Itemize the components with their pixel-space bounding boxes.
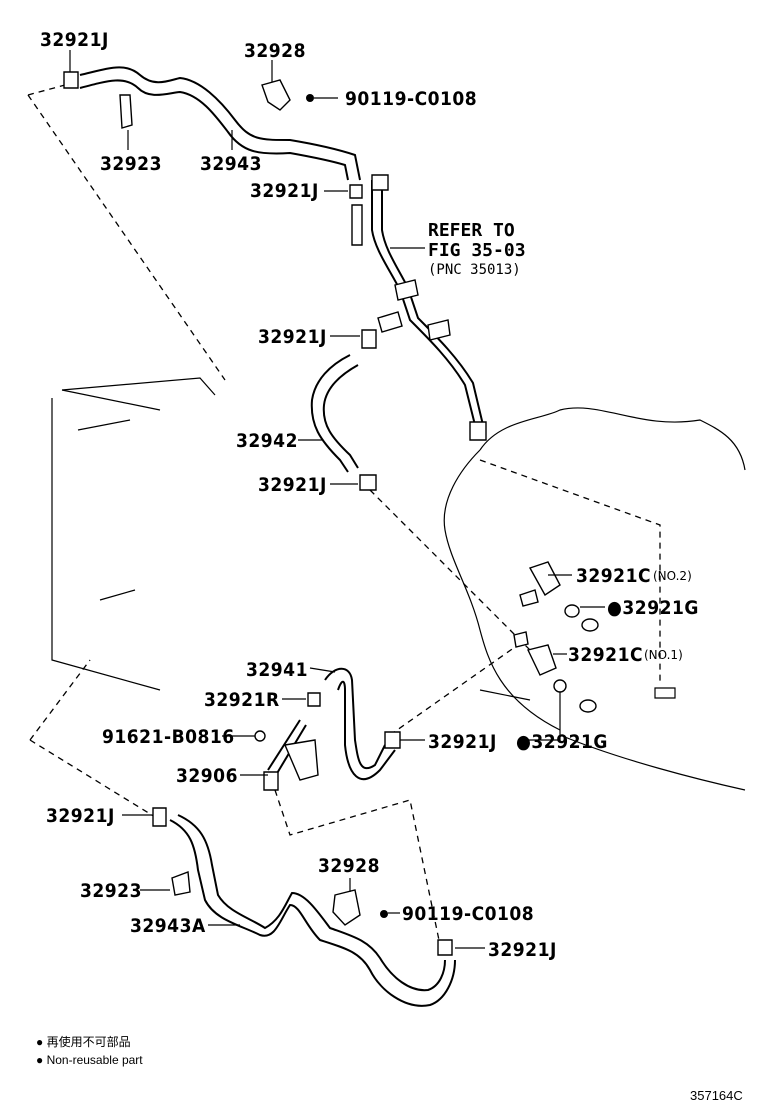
clip-32921J-7 [437, 939, 453, 956]
clip-32921J-6 [152, 807, 167, 827]
label-32921R: 32921R [204, 689, 280, 711]
hose-32943 [79, 66, 361, 181]
label-32942: 32942 [236, 430, 298, 452]
clips [63, 71, 453, 956]
label-32943A: 32943A [130, 915, 206, 937]
oring-32921G-1 [564, 604, 580, 618]
hose-32941 [324, 667, 396, 781]
label-91621: 91621-B0816 [102, 726, 235, 748]
oring-32921G-2 [553, 679, 567, 693]
legend-line-jp: ● 再使用不可部品 [36, 1034, 131, 1049]
dashed-guides [27, 84, 661, 946]
bolt-90119-2 [380, 910, 388, 918]
label-32921J-5: 32921J [428, 731, 497, 753]
bracket-32923-2 [171, 871, 191, 896]
bracket-32923-1 [119, 94, 133, 129]
clip-32921J-1 [63, 71, 79, 89]
label-32906: 32906 [176, 765, 238, 787]
clip-32921J-4 [359, 474, 377, 491]
label-32921J-4: 32921J [258, 474, 327, 496]
refer-line-1: REFER TO [428, 220, 515, 241]
pipe-assembly [351, 174, 487, 441]
label-32921J-1: 32921J [40, 29, 109, 51]
part-labels: 32921J 32928 90119-C0108 32923 32943 329… [40, 29, 699, 961]
clip-32921J-5 [384, 731, 401, 749]
label-32921J-3: 32921J [258, 326, 327, 348]
brackets [119, 79, 361, 926]
bracket-32928-1 [261, 79, 291, 111]
label-32921C-no2-suffix: (NO.2) [653, 569, 692, 583]
clip-32921J-2 [349, 184, 363, 199]
bracket-32928-2 [332, 889, 361, 926]
label-32923-2: 32923 [80, 880, 142, 902]
refer-line-2: FIG 35-03 [428, 240, 526, 261]
clip-32921R [307, 692, 321, 707]
label-32921C-no1-suffix: (NO.1) [644, 648, 683, 662]
label-32923-1: 32923 [100, 153, 162, 175]
label-32921C-no2: 32921C [576, 565, 651, 587]
label-32943: 32943 [200, 153, 262, 175]
label-90119-2: 90119-C0108 [402, 903, 534, 925]
label-32941: 32941 [246, 659, 308, 681]
fitting-32921C-no2 [528, 561, 561, 597]
fitting-32921C-no1 [526, 644, 557, 676]
label-90119-1: 90119-C0108 [345, 88, 477, 110]
label-32921C-no1: 32921C [568, 644, 643, 666]
label-32921G-2: ●32921G [516, 731, 608, 753]
bolt-90119-1 [306, 94, 314, 102]
refer-line-3: (PNC 35013) [428, 262, 521, 278]
bolt-91621 [254, 730, 266, 742]
legend-line-en: ● Non-reusable part [36, 1053, 143, 1067]
bracket-32906 [263, 719, 319, 791]
label-32928-1: 32928 [244, 40, 306, 62]
label-32921J-7: 32921J [488, 939, 557, 961]
label-32928-2: 32928 [318, 855, 380, 877]
hose-32943A [169, 814, 456, 1007]
figure-code: 357164C [690, 1088, 743, 1103]
label-32921J-2: 32921J [250, 180, 319, 202]
hose-32942 [310, 354, 359, 473]
legend: ● 再使用不可部品 ● Non-reusable part [36, 1034, 143, 1067]
leader-lines [69, 50, 605, 949]
label-32921G-1: ●32921G [607, 597, 699, 619]
clip-32921J-3 [361, 329, 377, 349]
fittings [254, 94, 599, 918]
label-32921J-6: 32921J [46, 805, 115, 827]
